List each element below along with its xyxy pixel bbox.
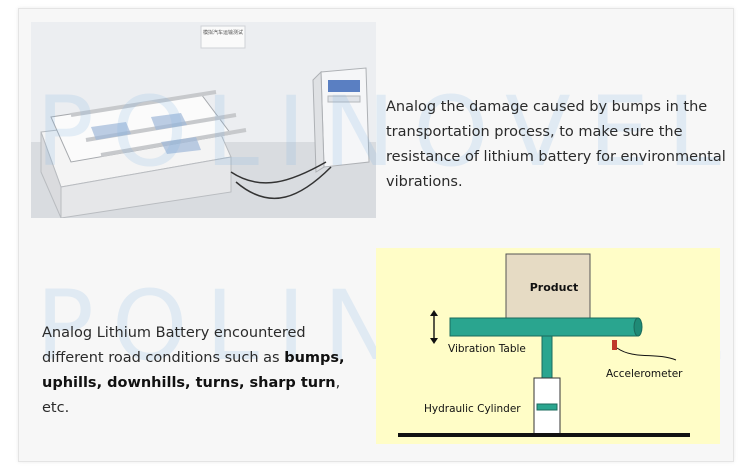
hydraulic-cylinder-label: Hydraulic Cylinder — [424, 403, 521, 415]
equipment-illustration: 模拟汽车运输测试 — [31, 22, 376, 218]
bottom-description-bold: bumps, uphills, downhills, turns, sharp … — [42, 350, 345, 391]
product-label: Product — [530, 281, 579, 294]
vibration-diagram-svg: Product Vibration Table Accelerometer Hy… — [398, 253, 690, 437]
accelerometer-cable — [616, 347, 677, 361]
vibration-table — [449, 317, 639, 337]
bottom-description-suffix: , etc. — [42, 375, 341, 416]
top-description: Analog the damage caused by bumps in the… — [386, 99, 726, 190]
bottom-description-prefix: Analog Lithium Battery encountered diffe… — [42, 325, 306, 366]
bottom-description: Analog Lithium Battery encountered diffe… — [42, 321, 362, 421]
accelerometer-label: Accelerometer — [606, 368, 683, 380]
piston-rod — [541, 335, 553, 379]
accelerometer-sensor — [612, 340, 617, 350]
equipment-photo: 模拟汽车运输测试 — [31, 22, 376, 218]
ground-line — [398, 433, 690, 437]
vibration-diagram: Product Vibration Table Accelerometer Hy… — [376, 248, 720, 444]
wall-sign: 模拟汽车运输测试 — [203, 29, 243, 36]
vibration-table-label: Vibration Table — [448, 343, 526, 355]
